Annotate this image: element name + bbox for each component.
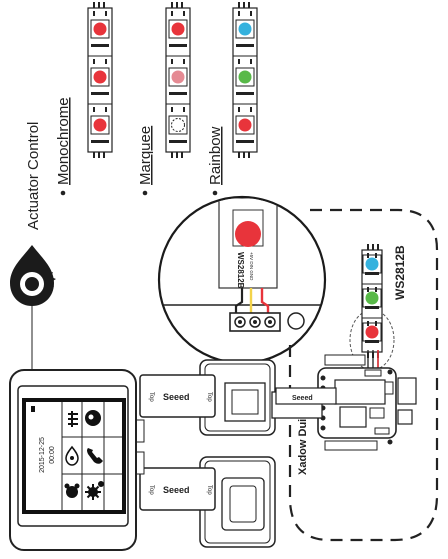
- led-light: [93, 22, 107, 36]
- board-label: Xadow Duino: [297, 405, 309, 475]
- zoom-module-label: WS2812B: [236, 252, 245, 289]
- bullet: [212, 190, 218, 196]
- mode-label: Marquee: [137, 126, 154, 185]
- ribbon-brand: Seeed: [163, 485, 190, 495]
- gear-icon: [85, 481, 104, 500]
- led-light: [93, 70, 107, 84]
- phone-icon: [87, 448, 103, 464]
- mode-label-monochrome: Monochrome: [55, 97, 72, 196]
- watch-time: 00:00: [49, 446, 56, 464]
- section-title: Actuator Control: [25, 122, 42, 230]
- watch-date: 2015-12-25: [39, 437, 46, 473]
- watch-device: 2015-12-25 00:00: [9, 369, 137, 551]
- title-group: Actuator Control: [25, 122, 42, 230]
- led-light: [365, 325, 379, 339]
- led-light: [238, 118, 252, 132]
- led-strip-ws2812b: [361, 244, 383, 358]
- led-strip-monochrome: [87, 2, 113, 158]
- led-light: [238, 70, 252, 84]
- connector-module-bottom: [199, 456, 276, 548]
- drop-icon: [65, 445, 79, 466]
- ground-wire: [234, 288, 244, 316]
- ribbon-lower: Seeed Top Top: [139, 467, 216, 511]
- ribbon-top: Top: [148, 485, 154, 495]
- ribbon-board: Seeed: [275, 387, 337, 405]
- zoom-led: [235, 221, 261, 247]
- led-light: [171, 22, 185, 36]
- ribbon-upper: Seeed Top Top: [139, 374, 216, 418]
- ribbon-top: Top: [206, 392, 212, 402]
- power-wire: [260, 288, 270, 316]
- mode-label: Rainbow: [207, 126, 224, 185]
- strip-label: WS2812B: [393, 245, 407, 300]
- ribbon-top: Top: [148, 392, 154, 402]
- actuator-drop-icon: [10, 245, 56, 395]
- led-light: [238, 22, 252, 36]
- led-strip-marquee: [165, 2, 191, 158]
- ribbon-brand: Seeed: [163, 392, 190, 402]
- led-strip-rainbow: [232, 2, 258, 158]
- led-light: [171, 70, 185, 84]
- led-light: [365, 291, 379, 305]
- bullet: [142, 190, 148, 196]
- mode-label-rainbow: Rainbow: [207, 126, 224, 196]
- xadow-duino-board: [317, 354, 417, 451]
- led-light: [171, 118, 185, 132]
- led-light: [365, 257, 379, 271]
- ribbon-top: Top: [206, 485, 212, 495]
- mode-label-marquee: Marquee: [137, 126, 154, 196]
- mode-label: Monochrome: [55, 97, 72, 185]
- equalizer-icon: [68, 411, 78, 427]
- led-light: [93, 118, 107, 132]
- dashed-outline: [288, 208, 439, 542]
- bear-icon: [64, 483, 80, 498]
- ribbon-brand: Seeed: [292, 395, 313, 402]
- zoom-callout: WS2812B +5V DIN GND: [157, 195, 327, 365]
- bullet: [60, 190, 66, 196]
- zoom-pin-labels: +5V DIN GND: [249, 252, 254, 281]
